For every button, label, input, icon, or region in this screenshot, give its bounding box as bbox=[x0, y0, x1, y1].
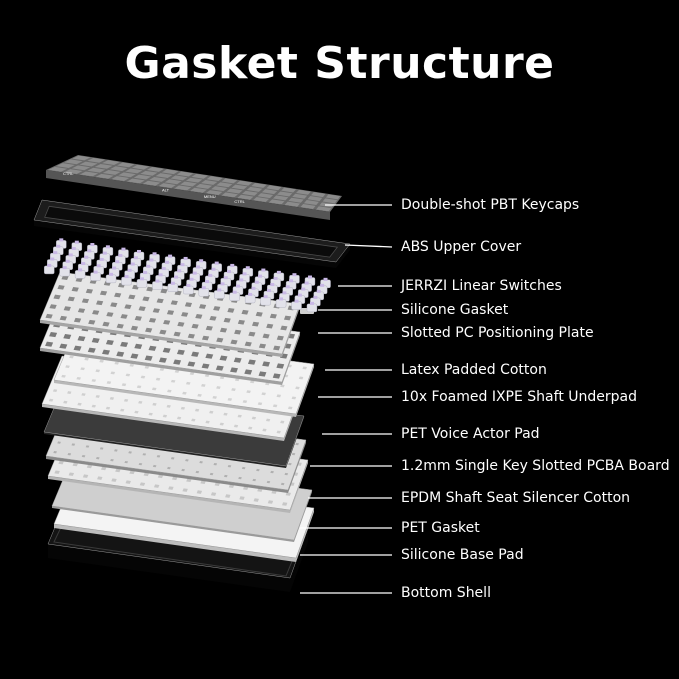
label-pcba: 1.2mm Single Key Slotted PCBA Board bbox=[401, 458, 670, 474]
label-keycaps: Double-shot PBT Keycaps bbox=[401, 197, 580, 213]
keycap-legend: CTRL bbox=[63, 171, 74, 176]
keycaps-layer: CTRL ALT MENU CTRL bbox=[46, 155, 342, 220]
upper-cover-layer bbox=[33, 199, 351, 268]
label-epdm-cotton: EPDM Shaft Seat Silencer Cotton bbox=[401, 490, 631, 506]
keycap-legend: ALT bbox=[162, 187, 170, 192]
label-positioning-plate: Slotted PC Positioning Plate bbox=[401, 325, 594, 341]
keycap-legend: MENU bbox=[204, 194, 216, 199]
diagram-title: Gasket Structure bbox=[124, 38, 555, 89]
switches-layer bbox=[44, 238, 331, 313]
label-voice-pad: PET Voice Actor Pad bbox=[401, 426, 540, 442]
label-base-pad: Silicone Base Pad bbox=[401, 547, 524, 563]
label-pet-gasket: PET Gasket bbox=[401, 520, 480, 536]
label-upper-cover: ABS Upper Cover bbox=[401, 239, 522, 255]
label-latex-cotton: Latex Padded Cotton bbox=[401, 362, 547, 378]
leader-line-upper-cover bbox=[344, 244, 393, 248]
label-ixpe-underpad: 10x Foamed IXPE Shaft Underpad bbox=[401, 389, 637, 405]
label-silicone-gasket: Silicone Gasket bbox=[401, 302, 509, 318]
keycap-legend: CTRL bbox=[234, 199, 245, 204]
plate-top-layer bbox=[39, 271, 301, 357]
label-bottom-shell: Bottom Shell bbox=[401, 585, 491, 601]
label-switches: JERRZI Linear Switches bbox=[401, 278, 562, 294]
